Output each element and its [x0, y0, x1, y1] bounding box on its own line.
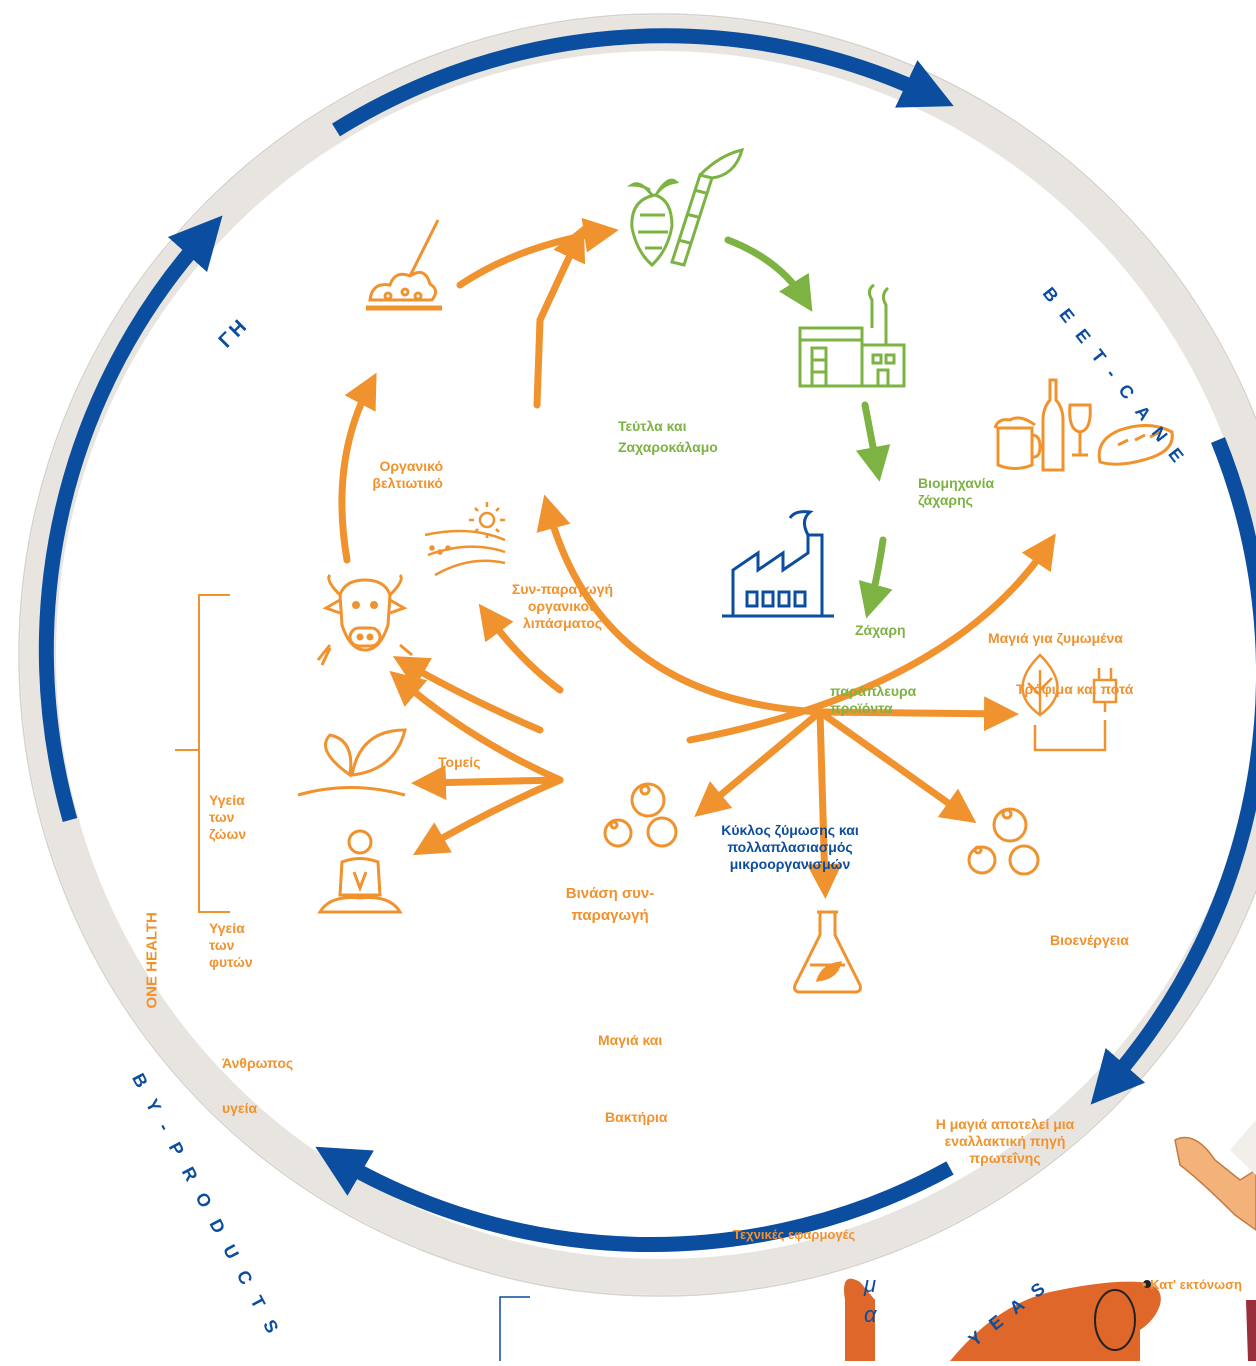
ring-arrow-top	[332, 28, 954, 137]
label-human-health-1: Άνθρωπος	[222, 1055, 294, 1071]
ring-arrow-bottom	[315, 1146, 954, 1253]
label-sugar-industry: Βιομηχανία ζάχαρης	[918, 475, 995, 508]
label-bacteria: Βακτήρια	[605, 1109, 668, 1125]
yeast-cells-icon-right	[967, 807, 1040, 876]
label-byproducts: παράπλευρα προϊόντα	[830, 683, 917, 716]
compost-icon	[366, 219, 442, 311]
arrow-hub-to-bioproducts	[686, 533, 1056, 744]
arrow-sugar-to-factory	[858, 536, 893, 619]
human-meditation-icon	[317, 829, 403, 914]
main-arc	[536, 494, 824, 716]
label-one-health: ONE HEALTH	[143, 912, 161, 1009]
bottom-bracket	[499, 1296, 530, 1361]
ring-arrow-left	[38, 215, 223, 823]
label-human-health-2: υγεία	[222, 1100, 258, 1116]
arrow-to-plant	[411, 765, 564, 801]
label-food-drinks: Τρόφιμα και ποτά	[1016, 681, 1134, 697]
label-yeast-and: Μαγιά και	[598, 1032, 663, 1048]
label-fertilizer: Συν-παραγωγή οργανικού λιπάσματος	[511, 581, 614, 631]
yeast-cells-icon-left	[603, 782, 678, 848]
one-health-bracket	[175, 594, 230, 913]
arrow-to-human	[412, 776, 564, 856]
arrow-cow-to-improver	[338, 372, 377, 564]
arm-illustration	[1174, 1120, 1256, 1361]
label-yeast-fermented: Μαγιά για ζυμωμένα	[988, 630, 1123, 646]
label-sectors: Τομείς	[438, 754, 481, 770]
sugar-industry-icon	[798, 283, 906, 388]
orange-flow-arrows	[338, 217, 1056, 899]
sugar-cane-icon	[670, 147, 745, 267]
label-beet-cane: Τεύτλα και Ζαχαροκάλαμο	[618, 418, 718, 455]
arrow-to-fertilizer	[478, 603, 564, 694]
food-drinks-icon	[993, 378, 1174, 472]
arrow-industry-to-sugar	[855, 401, 891, 482]
arrow-hub-to-flask	[806, 708, 842, 899]
cow-icon	[316, 573, 413, 666]
arrow-hub-to-yeast-left	[694, 708, 824, 817]
label-tech-apps: Τεχνικές εφαρμογές	[733, 1227, 856, 1242]
arrow-hub-to-plug	[816, 696, 1019, 732]
ring-arrow-right	[1090, 437, 1256, 1105]
label-animal-health: Υγεία των ζώων	[209, 792, 247, 842]
label-sugar: Ζάχαρη	[855, 622, 906, 638]
label-protein: Η μαγιά αποτελεί μια εναλλακτική πηγή πρ…	[935, 1116, 1075, 1166]
flask-icon	[793, 910, 862, 994]
label-vinasse: Βινάση συν-παραγωγή	[565, 885, 655, 924]
label-organic-improver: Οργανικό βελτιωτικό	[372, 458, 443, 491]
fields-sun-icon	[424, 502, 506, 577]
arrow-improver-to-crop	[456, 217, 619, 289]
label-fermentation-cycle: Κύκλος ζύμωσης και πολλαπλασιασμός μικρο…	[721, 822, 859, 872]
label-mu-a: μα	[864, 1272, 877, 1327]
arrow-crop-to-industry	[724, 236, 813, 312]
leaves-icon	[297, 728, 407, 797]
arrow-center-up-to-crop	[533, 225, 586, 409]
dog-illustration	[844, 1278, 1161, 1361]
arrow-hub-to-yeast-right	[816, 708, 977, 824]
label-plant-health: Υγεία των φυτών	[209, 920, 253, 970]
leaf-plug-icon	[1021, 653, 1118, 752]
green-flow-arrows	[724, 236, 893, 619]
label-bioenergy: Βιοενέργεια	[1050, 932, 1129, 948]
sugar-beet-icon	[626, 178, 680, 268]
factory-icon	[722, 510, 834, 618]
ring-arrows	[38, 28, 1256, 1253]
label-detail: • Κατ' εκτόνωση	[1142, 1277, 1242, 1292]
arrow-to-cow-2	[389, 670, 564, 784]
